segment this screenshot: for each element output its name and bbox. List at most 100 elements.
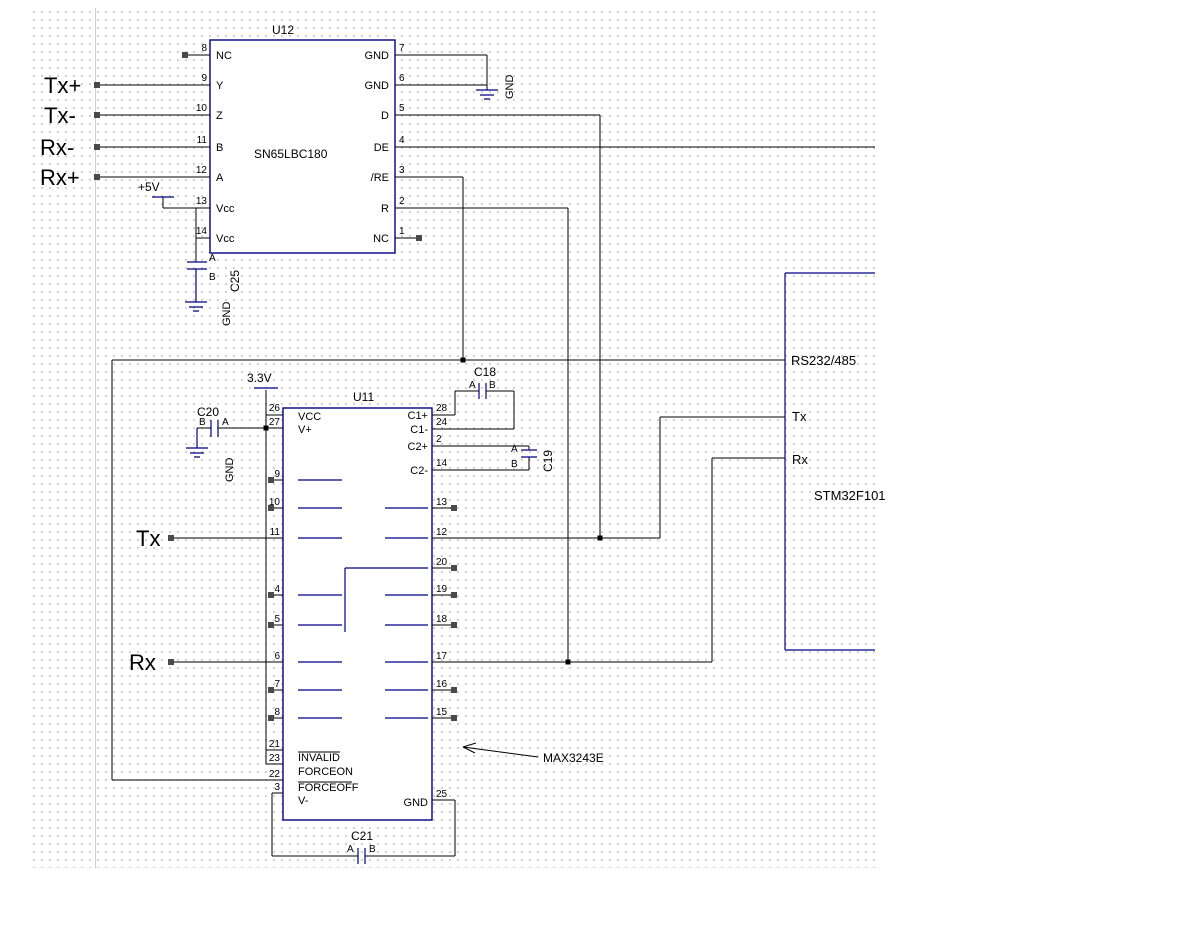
- pin-number: 9: [274, 469, 280, 480]
- pin-number: 6: [399, 73, 405, 84]
- pad: [268, 622, 274, 628]
- pin-name: GND: [365, 80, 390, 92]
- gnd-symbol-top-right: [476, 89, 498, 100]
- pin-name: V+: [298, 424, 312, 436]
- pin-number: 6: [274, 651, 280, 662]
- wires: [97, 54, 875, 857]
- pin-name: GND: [365, 50, 390, 62]
- pin-number: 4: [399, 135, 405, 146]
- capacitor-c20: [210, 420, 219, 437]
- pin-number: 14: [196, 226, 208, 237]
- u12-right-wires: [395, 54, 875, 662]
- plate-mark: B: [489, 380, 496, 391]
- pin-number: 9: [201, 73, 207, 84]
- u11-left-wires: [197, 390, 283, 765]
- port-label-rx: Rx: [129, 650, 156, 675]
- pad: [268, 477, 274, 483]
- pin-number: 14: [436, 458, 448, 469]
- junction-dot: [263, 425, 269, 431]
- pin-number: 10: [196, 103, 208, 114]
- plate-mark: B: [209, 272, 216, 283]
- pin-number: 25: [436, 789, 448, 800]
- u12-power-wires: [162, 197, 210, 262]
- pad: [168, 659, 174, 665]
- pin-number: 5: [399, 103, 405, 114]
- rx-net: [174, 457, 785, 663]
- gnd-label: GND: [504, 75, 516, 100]
- pin-number: 15: [436, 707, 448, 718]
- u11-right-wires: [432, 390, 530, 719]
- pin-name: A: [216, 172, 224, 184]
- junction-dot: [565, 659, 571, 665]
- plate-mark: B: [199, 417, 206, 428]
- pin-number: 19: [436, 584, 448, 595]
- pin-number: 13: [436, 497, 448, 508]
- pin-number: 11: [270, 527, 281, 538]
- pin-name: D: [381, 110, 389, 122]
- pin-name: NC: [373, 233, 389, 245]
- pad: [268, 715, 274, 721]
- pin-name: Vcc: [216, 203, 235, 215]
- tx-net: [174, 416, 785, 539]
- symbols: [152, 39, 875, 864]
- pin-number: 12: [196, 165, 208, 176]
- pin-number: 26: [269, 403, 281, 414]
- net-junctions: [263, 357, 603, 665]
- pin-number: 21: [269, 739, 281, 750]
- pin-number: 20: [436, 557, 448, 568]
- pin-number: 23: [269, 753, 281, 764]
- pin-number: 16: [436, 679, 448, 690]
- pin-number: 12: [436, 527, 448, 538]
- pin-number: 10: [269, 497, 281, 508]
- pin-name: VCC: [298, 411, 321, 423]
- pin-name: DE: [374, 142, 389, 154]
- pad: [451, 565, 457, 571]
- pin-number: 28: [436, 403, 448, 414]
- gnd-symbol-c20: [186, 428, 208, 458]
- active-low-overlines: [298, 751, 352, 783]
- capacitor-label-c19: C19: [541, 450, 555, 472]
- u11-body: [282, 407, 433, 821]
- port-label-tx-minus: Tx-: [44, 103, 76, 128]
- pin-number: 11: [197, 135, 208, 146]
- connection-pads: [94, 52, 457, 721]
- u11-bottom-wires: [271, 792, 456, 857]
- pad: [94, 144, 100, 150]
- pin-number: 8: [274, 707, 280, 718]
- pad: [94, 112, 100, 118]
- u11-part-callout: MAX3243E: [543, 751, 604, 765]
- pin-number: 2: [399, 196, 405, 207]
- plate-mark: A: [511, 444, 518, 455]
- pad: [268, 592, 274, 598]
- pin-name: Z: [216, 110, 223, 122]
- gnd-symbol-c25: [185, 269, 207, 312]
- gnd-label: GND: [224, 458, 236, 483]
- pin-name: Vcc: [216, 233, 235, 245]
- pin-number: 2: [436, 434, 442, 445]
- pad: [268, 505, 274, 511]
- pin-number: 1: [399, 226, 405, 237]
- plate-mark: A: [469, 380, 476, 391]
- power-label-5v: +5V: [138, 180, 160, 194]
- pin-name: GND: [404, 797, 429, 809]
- port-label-tx: Tx: [136, 526, 160, 551]
- pin-name: /RE: [371, 172, 389, 184]
- pad: [94, 174, 100, 180]
- pin-number: 4: [274, 584, 280, 595]
- pin-name: C2-: [410, 465, 428, 477]
- pin-name: R: [381, 203, 389, 215]
- plate-mark: A: [222, 417, 229, 428]
- pad: [268, 687, 274, 693]
- pin-number: 7: [274, 679, 280, 690]
- pin-number: 3: [399, 165, 405, 176]
- u12-part-name: SN65LBC180: [254, 147, 328, 161]
- pin-name: Y: [216, 80, 224, 92]
- grid-dots: [30, 8, 878, 868]
- pin-name: INVALID: [298, 752, 340, 764]
- mcu-part-label: STM32F101: [814, 488, 886, 503]
- plate-mark: B: [511, 459, 518, 470]
- pin-name: FORCEON: [298, 766, 353, 778]
- pad: [94, 82, 100, 88]
- pad: [451, 505, 457, 511]
